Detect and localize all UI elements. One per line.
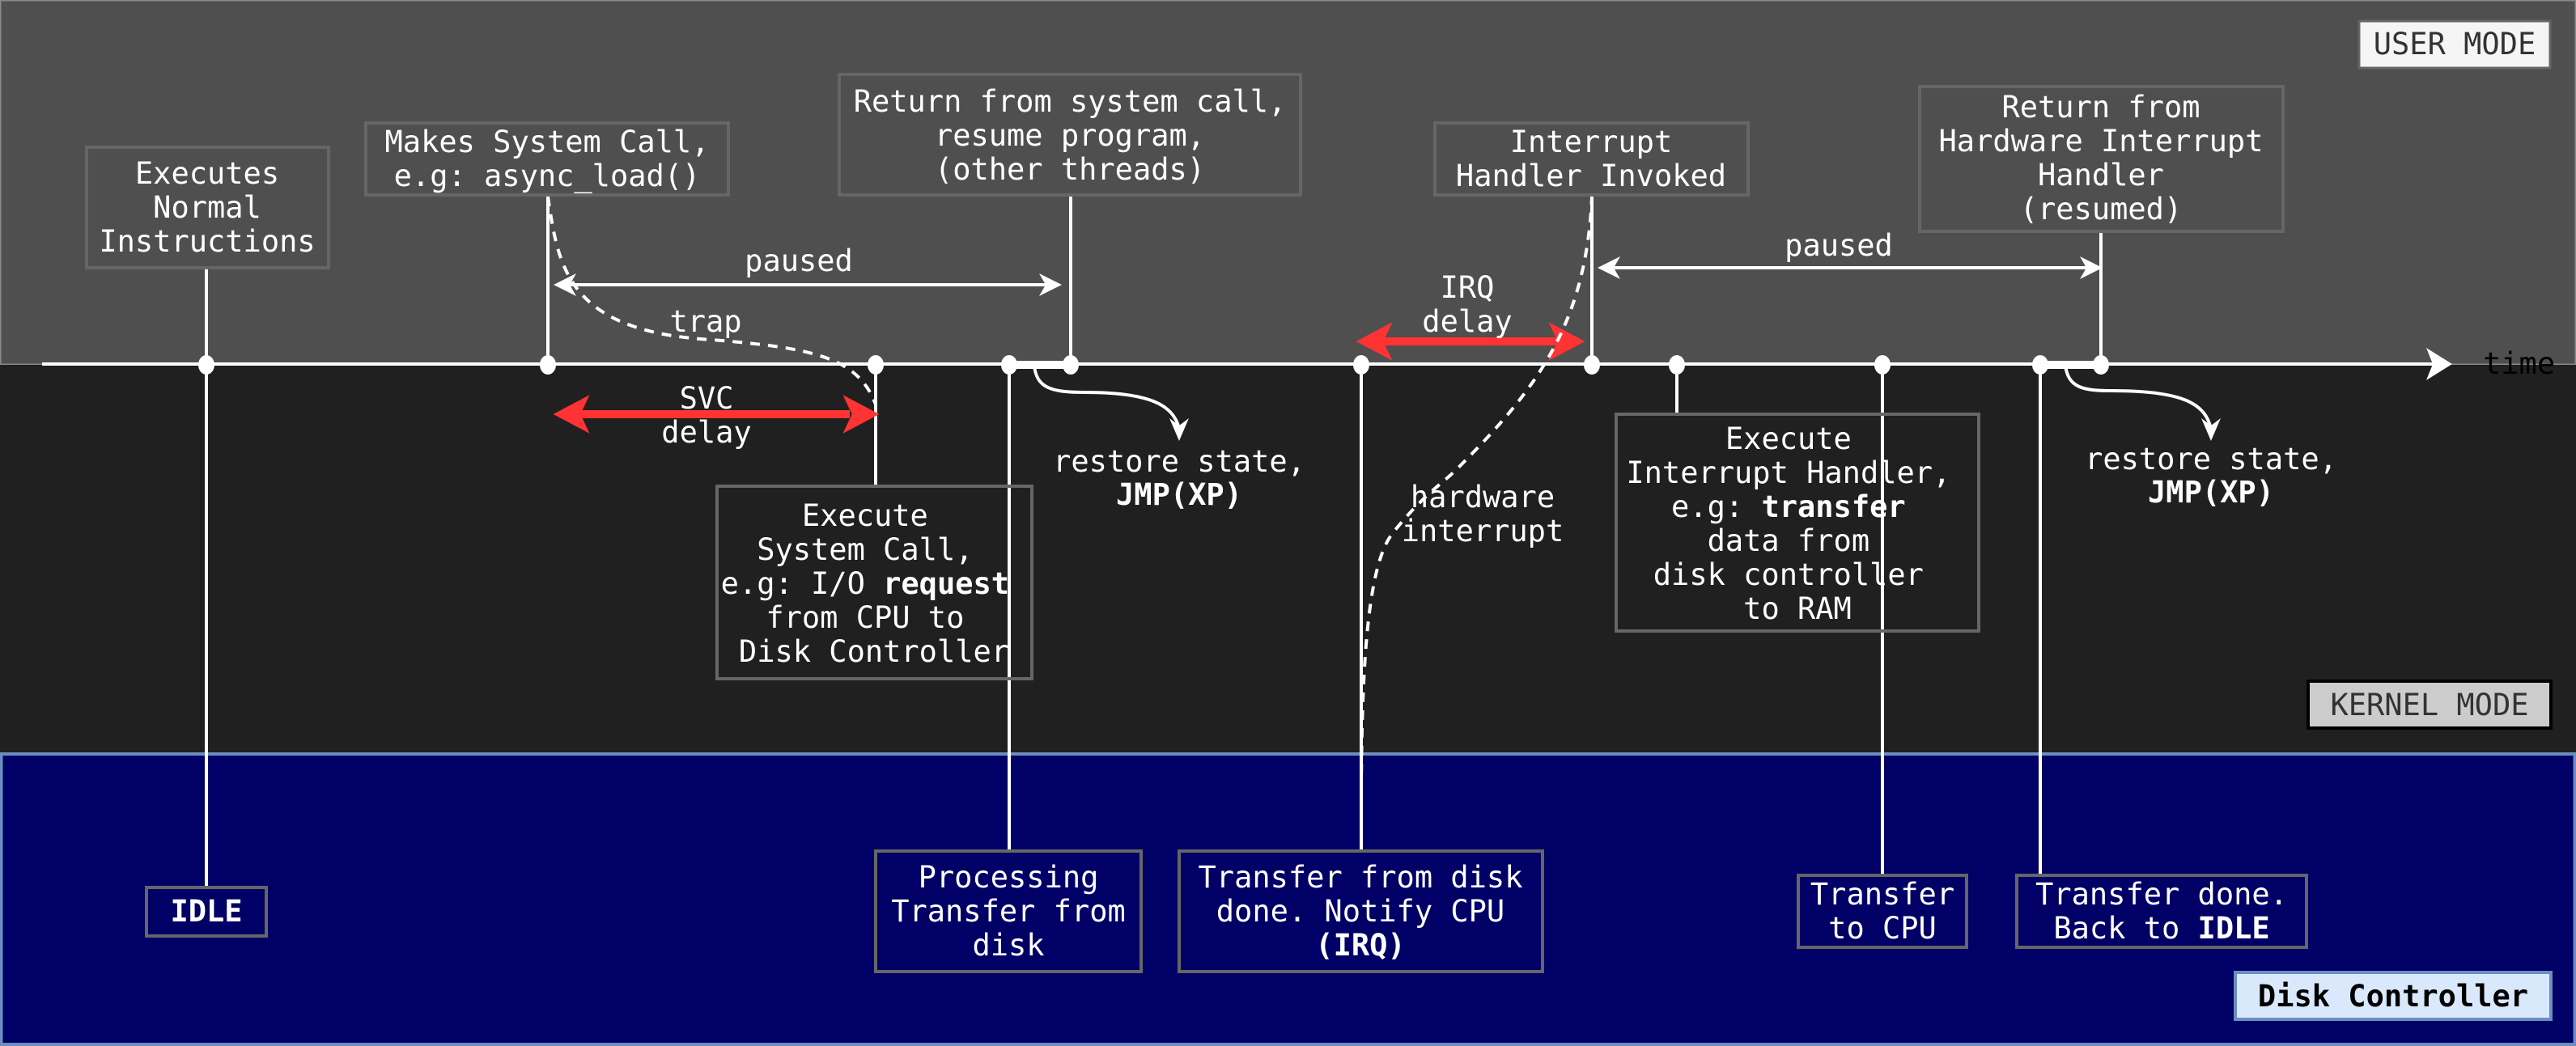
- event-marker-dot: [540, 355, 556, 375]
- kernel-box-execute-interrupt-handler: Execute Interrupt Handler, e.g: transfer…: [1615, 413, 1980, 633]
- event-markers: [198, 355, 2109, 375]
- event-marker-dot: [1353, 355, 1369, 375]
- svg-text:Transfer done.Back to IDLE: Transfer done.Back to IDLE: [2035, 877, 2288, 946]
- kernel-box-execute-system-call: Execute System Call, e.g: I/O request fr…: [715, 485, 1033, 680]
- event-marker-dot: [2032, 355, 2048, 375]
- svg-text:Disk Controller: Disk Controller: [2258, 979, 2528, 1014]
- kernel-mode-band: [0, 365, 2576, 754]
- disk-controller-label: Disk Controller: [2234, 971, 2553, 1021]
- event-marker-dot: [868, 355, 884, 375]
- disk-box-transfer-done-idle: Transfer done.Back to IDLE: [2015, 874, 2308, 949]
- event-marker-dot: [198, 355, 214, 375]
- event-marker-dot: [1669, 355, 1685, 375]
- svg-text:Makes System Call,e.g: async_l: Makes System Call,e.g: async_load(): [385, 125, 710, 194]
- event-marker-dot: [1874, 355, 1891, 375]
- svg-text:paused: paused: [1785, 228, 1893, 263]
- svg-text:USER MODE: USER MODE: [2374, 27, 2536, 61]
- svg-text:IDLE: IDLE: [170, 894, 242, 929]
- time-axis-arrowhead: [2426, 348, 2452, 380]
- svg-text:Execute Interrupt Handle: Execute Interrupt Handler, e.g: transfer…: [1626, 421, 1968, 626]
- user-box-makes-system-call: Makes System Call,e.g: async_load(): [364, 121, 730, 197]
- user-mode-label: USER MODE: [2357, 19, 2552, 70]
- user-mode-band: [0, 0, 2576, 366]
- event-marker-dot: [1063, 355, 1079, 375]
- trap-curve: trap: [546, 196, 877, 485]
- time-axis-label: time: [2483, 346, 2555, 381]
- paused-arrow-1: paused: [554, 244, 1062, 296]
- paused-arrow-2: paused: [1598, 228, 2103, 279]
- restore-state-1: restore state,JMP(XP): [1033, 364, 1305, 512]
- disk-controller-band: [0, 752, 2576, 1046]
- event-marker-dot: [1001, 355, 1017, 375]
- svg-text:restore state,JMP(XP): restore state,JMP(XP): [2085, 442, 2337, 510]
- event-marker-dot: [2093, 355, 2109, 375]
- user-box-return-from-syscall: Return from system call,resume program,(…: [838, 73, 1302, 197]
- svg-text:paused: paused: [745, 244, 853, 278]
- svg-text:Execute System Call,: Execute System Call, e.g: I/O request fr…: [721, 498, 1028, 669]
- kernel-mode-label: KERNEL MODE: [2307, 680, 2553, 730]
- svg-text:trap: trap: [669, 304, 741, 339]
- svg-text:restore state,JMP(XP): restore state,JMP(XP): [1053, 444, 1305, 512]
- disk-box-idle: IDLE: [145, 886, 268, 938]
- svg-text:KERNEL MODE: KERNEL MODE: [2330, 688, 2528, 722]
- restore-state-2: restore state,JMP(XP): [2064, 364, 2337, 510]
- event-marker-dot: [1584, 355, 1600, 375]
- svg-text:Return from system call,resume: Return from system call,resume program,(…: [854, 84, 1287, 187]
